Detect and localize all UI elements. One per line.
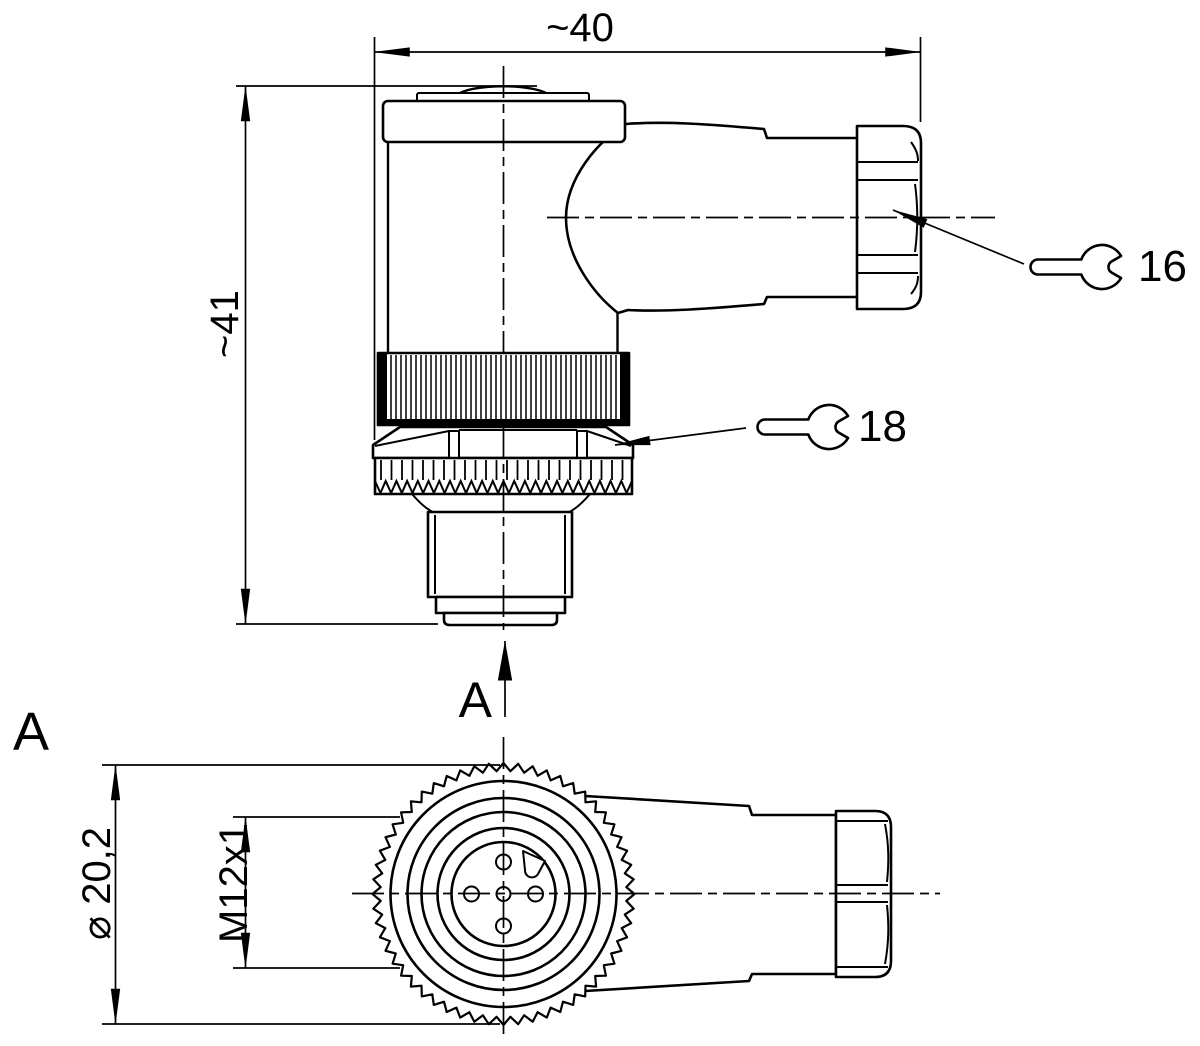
dim-width-label: ~40 (546, 6, 614, 50)
nut-chamfer-arc (884, 823, 890, 883)
wrench-16-label: 16 (1138, 242, 1187, 291)
stud-step (434, 595, 567, 615)
callout-wrench-16: 16 (892, 209, 1187, 291)
wrench-icon (756, 403, 850, 451)
coupling-nut-end (834, 809, 893, 979)
knurl-shade-right (620, 353, 629, 425)
flare-left (411, 493, 434, 513)
hex-corner (448, 430, 460, 459)
callout-wrench-18: 18 (614, 402, 907, 451)
flare-right (568, 493, 591, 513)
dim-thread-label: M12x1 (212, 823, 256, 943)
leader-line (892, 209, 1025, 265)
dimension-thread: M12x1 (212, 816, 400, 969)
nut-chamfer-arc (910, 141, 919, 162)
view-a-label: A (13, 702, 49, 762)
hex-corner (576, 430, 588, 459)
nut-chamfer-arc (910, 275, 919, 295)
wrench-18-label: 18 (858, 402, 907, 451)
section-arrow: A (459, 640, 513, 728)
hex-facet-slant (374, 430, 450, 447)
knurl-texture (385, 355, 622, 420)
leader-line (614, 427, 747, 446)
nut-chamfer-arc (884, 904, 890, 965)
thread-stud (426, 510, 574, 599)
keyway-notch (522, 850, 546, 879)
dimension-diameter: ⌀ 20,2 (75, 764, 500, 1025)
dimension-width: ~40 (373, 6, 922, 440)
knurl-shade-bottom (378, 419, 629, 425)
dim-diameter-label: ⌀ 20,2 (75, 827, 119, 940)
section-arrow-label: A (459, 672, 493, 728)
front-view: ⌀ 20,2 M12x1 A (13, 702, 940, 1034)
serration-texture (380, 460, 624, 480)
knurl-shade-left (378, 353, 387, 425)
side-view: ~40 ~41 16 18 A (203, 6, 1187, 728)
stud-tip (442, 611, 559, 627)
dim-height-label: ~41 (203, 290, 247, 358)
dimension-height: ~41 (203, 85, 537, 625)
wrench-icon (1029, 243, 1123, 291)
